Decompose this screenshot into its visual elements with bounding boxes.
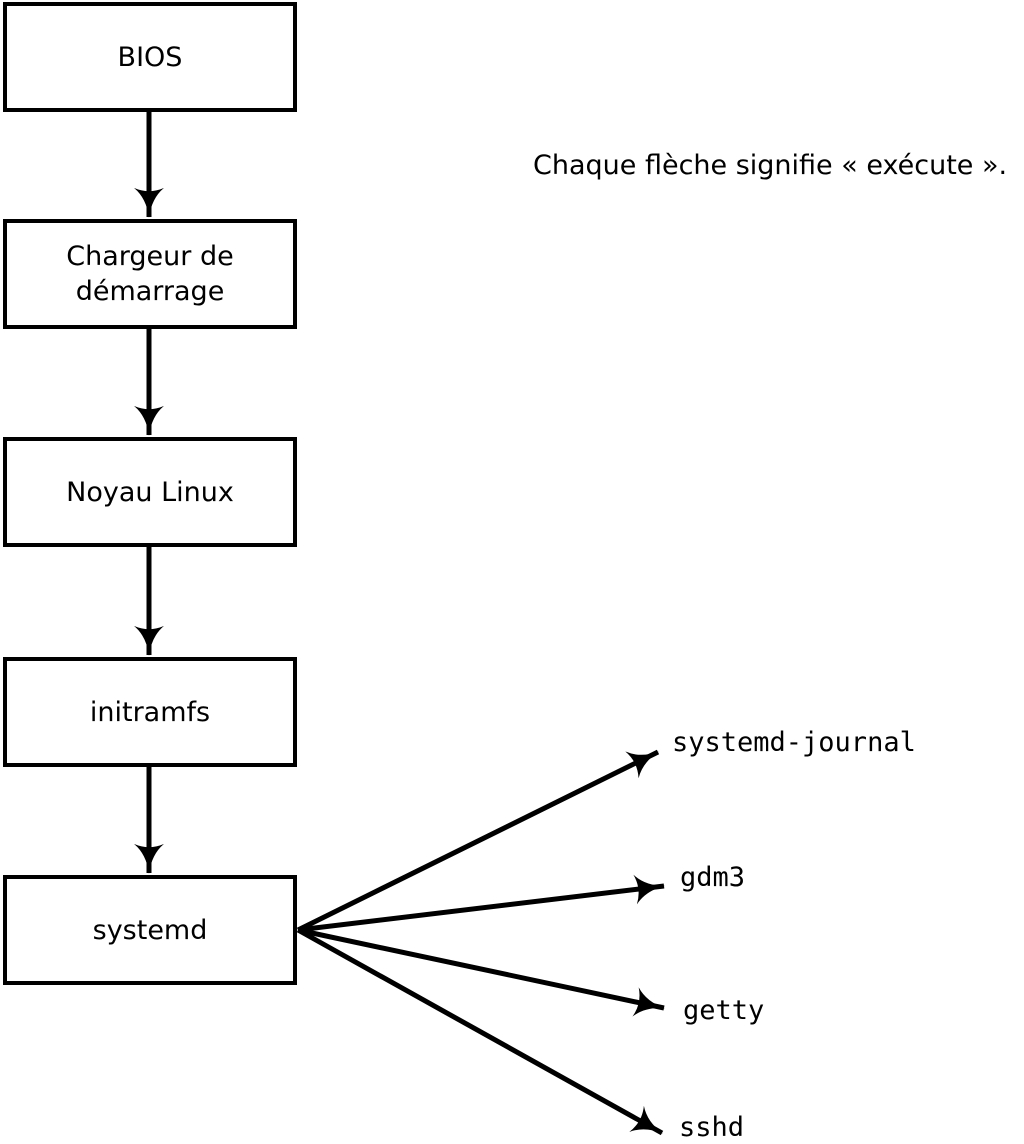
process-label-getty: getty xyxy=(683,995,765,1026)
arrow-systemd-to-gdm3 xyxy=(297,874,665,933)
node-systemd-label: systemd xyxy=(92,914,208,946)
process-label-systemd-journal: systemd-journal xyxy=(672,727,916,758)
diagram-caption: Chaque flèche signifie « exécute ». xyxy=(533,150,1008,181)
node-initramfs-label: initramfs xyxy=(89,696,211,728)
arrow-systemd-to-sshd xyxy=(296,927,664,1136)
arrow-systemd-to-getty xyxy=(297,927,665,1017)
node-kernel-label: Noyau Linux xyxy=(66,476,234,508)
node-bootloader-label: Chargeur de démarrage xyxy=(66,241,234,307)
node-systemd: systemd xyxy=(3,875,297,985)
node-bios-label: BIOS xyxy=(117,41,183,73)
node-bios: BIOS xyxy=(3,2,297,112)
process-label-gdm3: gdm3 xyxy=(680,862,746,893)
node-kernel: Noyau Linux xyxy=(3,437,297,547)
node-bootloader: Chargeur de démarrage xyxy=(3,219,297,329)
process-label-sshd: sshd xyxy=(679,1112,745,1143)
arrow-systemd-to-journal xyxy=(296,749,660,933)
node-initramfs: initramfs xyxy=(3,657,297,767)
